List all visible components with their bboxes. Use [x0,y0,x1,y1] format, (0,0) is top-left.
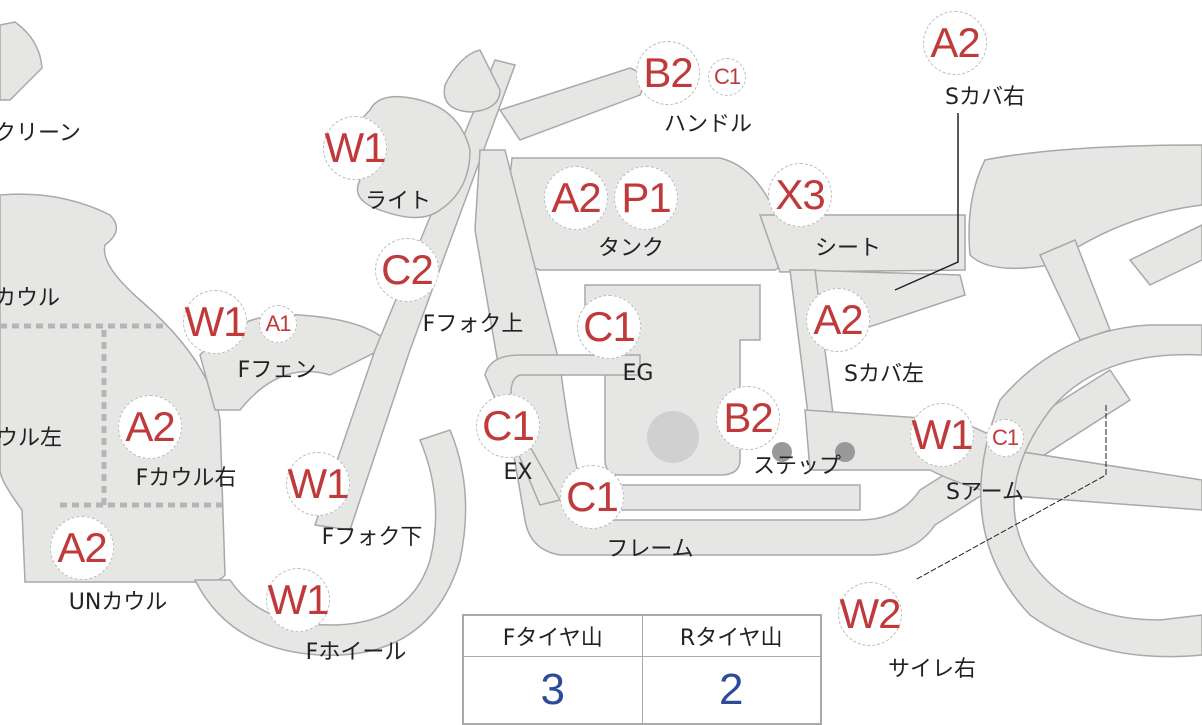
part-label-f-cowl-right: Fカウル右 [135,466,237,491]
part-label-silencer-right: サイレ右 [887,657,977,682]
grade-badge-f-fender-secondary[interactable]: A1 [259,305,297,343]
grade-badge-step[interactable]: B2 [716,386,780,450]
grade-badge-s-cover-right[interactable]: A2 [923,11,987,75]
part-label-f-wheel: Fホイール [305,640,407,665]
grade-badge-swing-arm[interactable]: W1 [910,403,974,467]
grade-badge-s-cover-left[interactable]: A2 [806,288,870,352]
part-label-s-cover-left: Sカバ左 [844,362,924,387]
grade-badge-handle[interactable]: B2 [636,41,700,105]
grade-badge-engine[interactable]: C1 [577,295,641,359]
grade-badge-f-cowl-right[interactable]: A2 [118,395,182,459]
part-label-s-cover-right: Sカバ右 [945,85,1025,110]
grade-badge-exhaust[interactable]: C1 [476,394,540,458]
part-label-handle: ハンドル [663,112,753,137]
grade-badge-tank[interactable]: A2 [544,166,608,230]
grade-badge-tank-secondary[interactable]: P1 [614,166,678,230]
grade-badge-swing-arm-secondary[interactable]: C1 [986,419,1024,457]
grade-badge-f-wheel[interactable]: W1 [266,568,330,632]
screen-shape [0,21,43,101]
part-label-exhaust: EX [503,460,533,485]
part-label-f-cowl-left: ウル左 [0,426,63,451]
cowl-shape [0,193,226,583]
grade-badge-seat[interactable]: X3 [768,163,832,227]
part-label-under-cowl: UNカウル [68,590,168,615]
part-label-light: ライト [364,189,432,214]
part-label-tank: タンク [597,236,665,261]
front-tire-header: Fタイヤ山 [462,614,643,657]
part-label-step: ステップ [752,454,842,479]
part-label-seat: シート [814,236,882,261]
rear-tire-value: 2 [641,656,822,725]
part-label-engine: EG [622,361,654,386]
part-label-cowl: カウル [0,286,61,311]
part-label-f-fork-lower: Fフォク下 [321,525,423,550]
grade-badge-frame[interactable]: C1 [560,465,624,529]
part-label-swing-arm: Sアーム [946,480,1024,505]
part-label-f-fender: Fフェン [237,358,317,383]
grade-badge-under-cowl[interactable]: A2 [50,516,114,580]
grade-badge-f-fork-lower[interactable]: W1 [286,452,350,516]
grade-badge-f-fender[interactable]: W1 [183,290,247,354]
part-label-frame: フレーム [606,537,694,562]
rear-tire-header: Rタイヤ山 [641,614,822,657]
part-label-f-fork-upper: Fフォク上 [422,312,524,337]
front-tire-value: 3 [462,656,643,725]
grade-badge-light[interactable]: W1 [323,116,387,180]
grade-badge-f-fork-upper[interactable]: C2 [375,238,439,302]
grade-badge-handle-secondary[interactable]: C1 [708,58,746,96]
part-label-screen: クリーン [0,121,81,146]
tire-tread-table: Fタイヤ山 Rタイヤ山 3 2 [462,614,822,725]
grade-badge-silencer-right[interactable]: W2 [838,582,902,646]
